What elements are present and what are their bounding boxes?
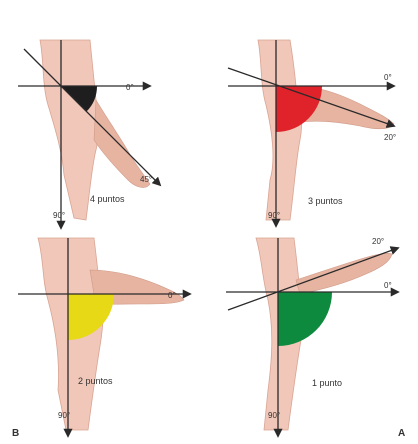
label-0-deg: 0° [168, 291, 176, 300]
panel-3-puntos: 0° 20° 90° 3 puntos [228, 40, 396, 226]
corner-label-a: A [398, 428, 405, 439]
label-90-deg: 90° [268, 211, 280, 220]
caption-1-punto: 1 punto [312, 378, 342, 388]
label-20-deg: 20° [372, 237, 384, 246]
panel-4-puntos: 0° 45° 90° 4 puntos [18, 40, 160, 228]
caption-2-puntos: 2 puntos [78, 376, 113, 386]
leg-shape [40, 40, 99, 220]
panel-1-punto: 0° 20° 90° 1 punto [226, 237, 398, 436]
label-0-deg: 0° [126, 83, 134, 92]
angle-wedge-1-punto [278, 292, 332, 346]
foot-shape [296, 253, 392, 294]
label-0-deg: 0° [384, 73, 392, 82]
label-45-deg: 45° [140, 175, 152, 184]
panel-2-puntos: 0° 90° 2 puntos [18, 238, 190, 436]
label-90-deg: 90° [58, 411, 70, 420]
label-90-deg: 90° [268, 411, 280, 420]
angle-wedge-2-puntos [68, 294, 114, 340]
corner-label-b: B [12, 428, 19, 439]
label-20-deg: 20° [384, 133, 396, 142]
label-90-deg: 90° [53, 211, 65, 220]
label-0-deg: 0° [384, 281, 392, 290]
caption-3-puntos: 3 puntos [308, 196, 343, 206]
caption-4-puntos: 4 puntos [90, 194, 125, 204]
